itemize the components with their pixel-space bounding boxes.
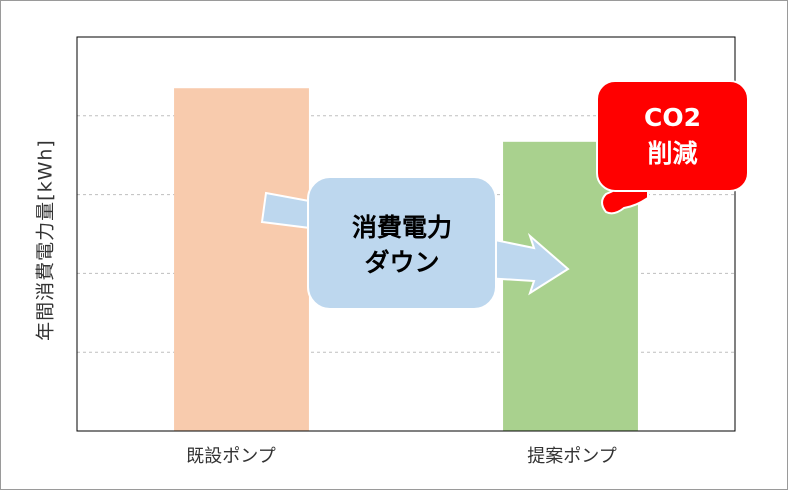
co2-box — [596, 80, 749, 192]
power-down-label-line-2: ダウン — [364, 248, 440, 277]
plot-area-border — [76, 36, 736, 432]
co2-callout — [596, 80, 749, 215]
power-down-label-line-1: 消費電力 — [351, 213, 452, 242]
x-tick-label-proposed-pump: 提案ポンプ — [527, 446, 617, 467]
bar-existing-pump — [174, 88, 309, 431]
y-axis-label: 年間消費電力量[kWh] — [34, 139, 57, 341]
co2-label-line-1: CO2 — [644, 103, 701, 132]
power-down-callout — [260, 176, 570, 310]
power-down-box — [307, 176, 497, 310]
power-down-label: 消費電力 ダウン — [308, 210, 496, 280]
co2-label: CO2 削減 — [597, 100, 748, 172]
co2-label-line-2: 削減 — [647, 139, 698, 168]
x-tick-label-existing-pump: 既設ポンプ — [186, 446, 276, 467]
